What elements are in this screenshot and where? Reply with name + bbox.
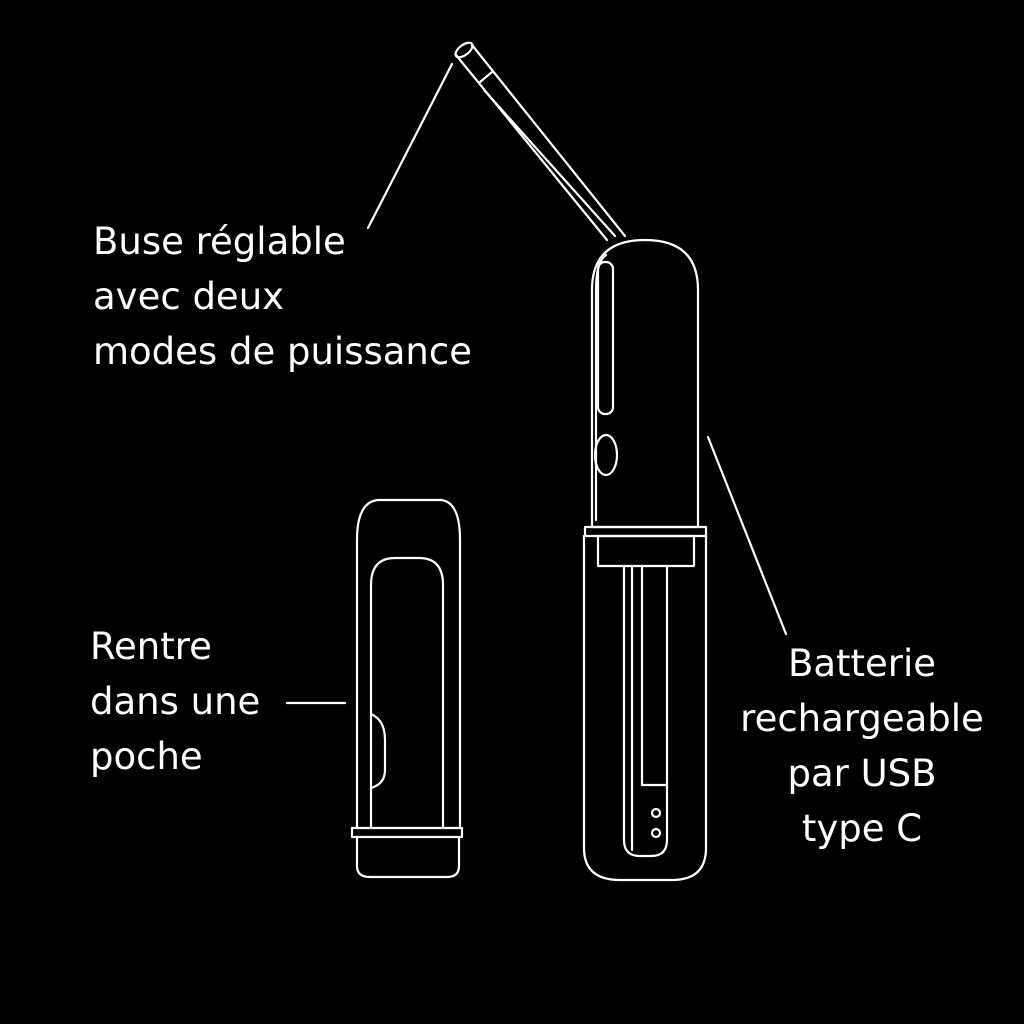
water-tank <box>582 534 708 882</box>
power-button <box>593 433 619 477</box>
case-window <box>369 556 445 830</box>
tube-hole-top <box>650 807 662 819</box>
label-pocket: Rentre dans une poche <box>90 619 260 784</box>
tank-cap <box>596 534 696 568</box>
label-nozzle-line-1: Buse réglable <box>93 220 346 263</box>
label-battery: Batterie rechargeable par USB type C <box>728 636 996 856</box>
leader-line-nozzle <box>366 62 454 230</box>
label-pocket-line-2: dans une <box>90 680 261 723</box>
label-battery-line-1: Batterie <box>787 642 937 685</box>
travel-case <box>350 498 464 879</box>
label-nozzle-line-3: modes de puissance <box>93 330 472 373</box>
case-base <box>355 835 461 879</box>
label-battery-line-4: type C <box>801 807 923 850</box>
tube-hole-bottom <box>650 827 662 839</box>
label-nozzle: Buse réglable avec deux modes de puissan… <box>93 214 472 379</box>
label-nozzle-line-2: avec deux <box>93 275 285 318</box>
label-pocket-line-1: Rentre <box>90 625 212 668</box>
flosser-device <box>454 41 708 882</box>
label-pocket-line-3: poche <box>90 735 203 778</box>
label-battery-line-3: par USB <box>787 752 937 795</box>
handle-body <box>590 238 700 529</box>
case-ring <box>350 826 464 839</box>
case-clip <box>369 712 387 790</box>
leader-line-battery <box>706 435 788 636</box>
case-body <box>355 498 462 830</box>
collar-ring <box>583 525 708 538</box>
internal-tube <box>622 564 669 858</box>
handle-slot <box>596 260 615 416</box>
nozzle-tube <box>454 41 627 242</box>
label-battery-line-2: rechargeable <box>740 697 984 740</box>
